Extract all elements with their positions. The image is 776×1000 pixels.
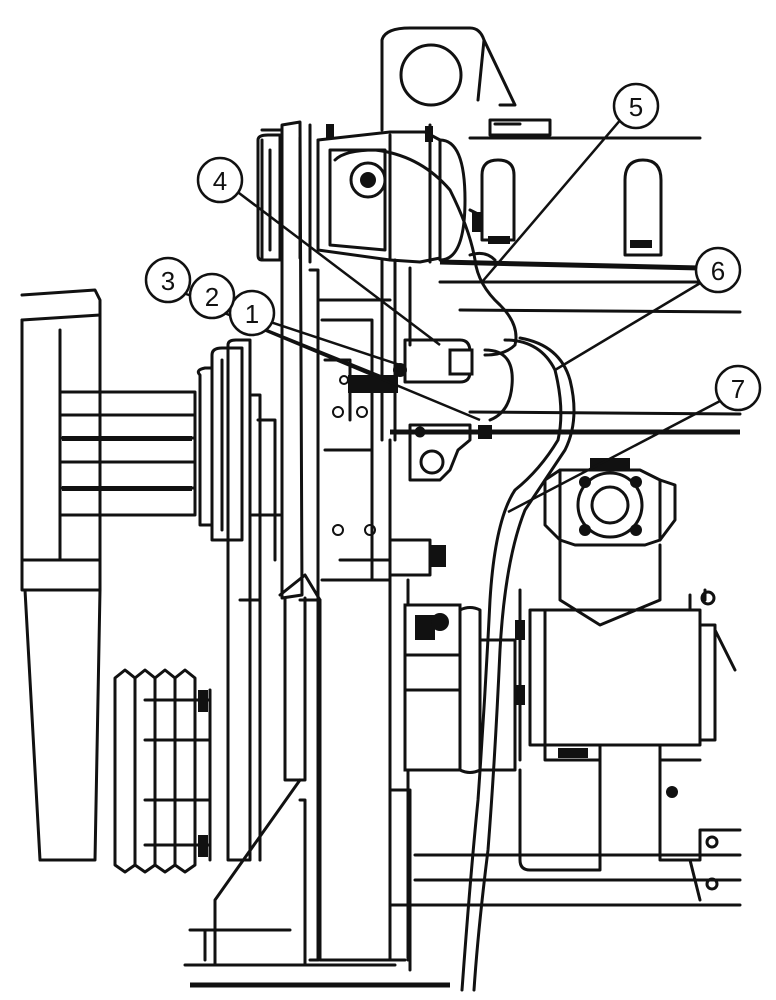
- callout-3: 3: [144, 256, 192, 304]
- svg-text:2: 2: [205, 282, 219, 312]
- air-compressor: [528, 458, 737, 762]
- injection-pump: [388, 538, 525, 774]
- leader-7: [507, 398, 723, 514]
- callout-1: 1: [228, 289, 276, 337]
- lifting-bracket: [380, 26, 517, 132]
- svg-text:7: 7: [731, 374, 745, 404]
- starter-solenoid: [380, 258, 474, 442]
- callout-4: 4: [196, 156, 244, 204]
- svg-text:4: 4: [213, 166, 227, 196]
- leader-4: [234, 189, 441, 346]
- wiring-harness: [333, 148, 576, 992]
- svg-text:6: 6: [711, 256, 725, 286]
- callout-6: 6: [694, 246, 742, 294]
- engine-block: [388, 118, 742, 962]
- fan-assembly: [20, 288, 197, 862]
- leader-6: [554, 280, 703, 372]
- leader-5: [481, 117, 623, 283]
- crank-pulleys: [196, 338, 282, 862]
- gear-housing: [183, 120, 450, 988]
- callout-5: 5: [612, 82, 660, 130]
- svg-text:1: 1: [245, 299, 259, 329]
- callout-7: 7: [714, 364, 762, 412]
- callout-2: 2: [188, 272, 236, 320]
- lower-pulley: [113, 668, 212, 874]
- alternator: [256, 123, 482, 264]
- svg-text:3: 3: [161, 266, 175, 296]
- svg-text:5: 5: [629, 92, 643, 122]
